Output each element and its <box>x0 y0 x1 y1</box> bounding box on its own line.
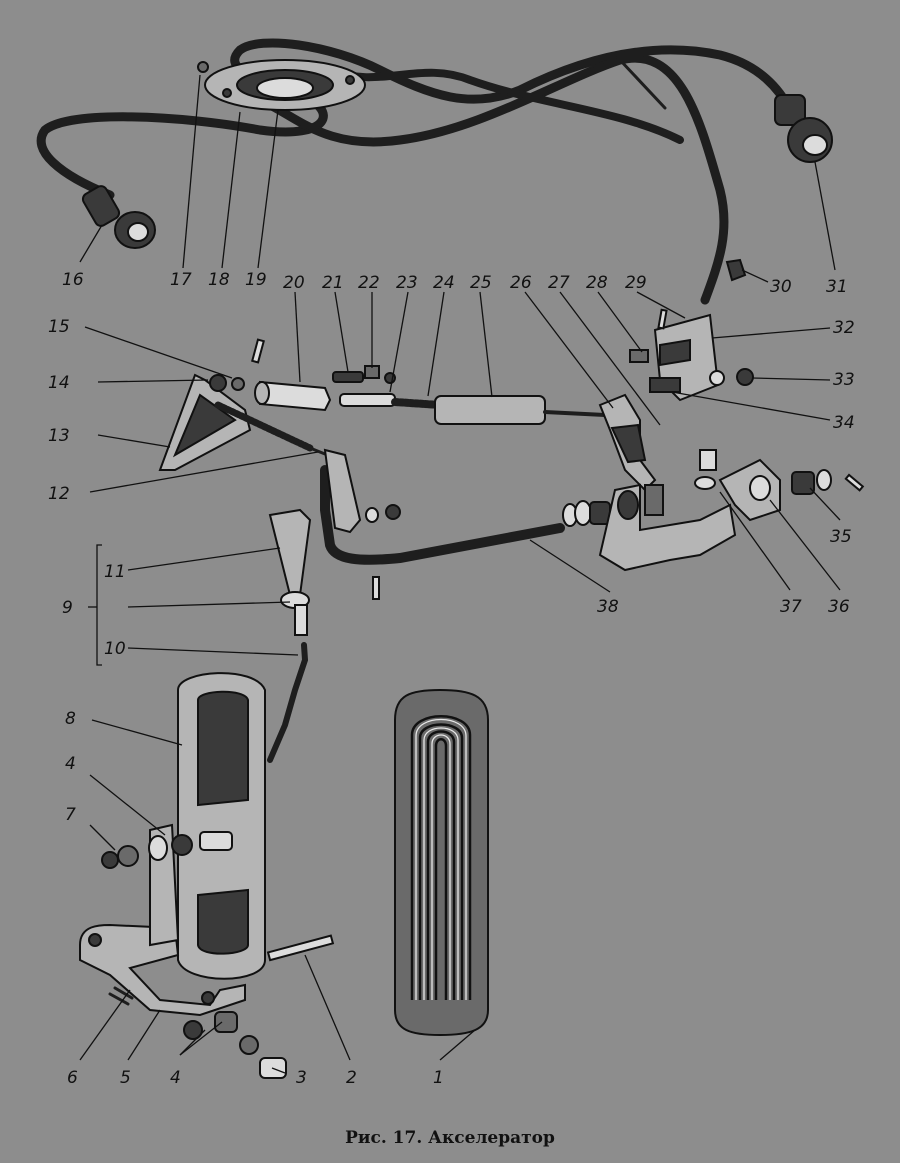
label-27: 27 <box>548 273 570 293</box>
knob-31 <box>774 94 833 163</box>
label-33: 33 <box>833 370 855 390</box>
cable-harness <box>36 38 833 305</box>
label-3: 3 <box>296 1068 307 1088</box>
label-14: 14 <box>48 373 70 393</box>
label-19: 19 <box>245 270 267 290</box>
linkage-assembly <box>158 258 865 763</box>
pedal-assembly <box>79 672 335 1079</box>
label-4-lower: 4 <box>170 1068 181 1088</box>
knob-16 <box>81 185 156 249</box>
label-8: 8 <box>65 709 76 729</box>
label-35: 35 <box>830 527 852 547</box>
label-20: 20 <box>283 273 305 293</box>
label-16: 16 <box>62 270 84 290</box>
label-26: 26 <box>510 273 532 293</box>
label-4-upper: 4 <box>65 754 76 774</box>
pedal-pad <box>394 688 489 1037</box>
label-17: 17 <box>170 270 192 290</box>
label-10: 10 <box>104 639 126 659</box>
label-2: 2 <box>346 1068 357 1088</box>
label-32: 32 <box>833 318 855 338</box>
label-37: 37 <box>780 597 802 617</box>
label-28: 28 <box>586 273 608 293</box>
throttle-bracket <box>629 258 754 402</box>
label-6: 6 <box>67 1068 78 1088</box>
label-7: 7 <box>65 805 76 825</box>
label-38: 38 <box>597 597 619 617</box>
label-11: 11 <box>104 562 126 582</box>
label-29: 29 <box>625 273 647 293</box>
label-34: 34 <box>833 413 855 433</box>
label-24: 24 <box>433 273 455 293</box>
label-22: 22 <box>358 273 380 293</box>
label-9: 9 <box>62 598 73 618</box>
label-18: 18 <box>208 270 230 290</box>
label-21: 21 <box>322 273 344 293</box>
part-number-labels: 16 17 18 19 20 21 22 23 24 25 26 27 28 2… <box>48 270 855 1088</box>
figure-caption: Рис. 17. Акселератор <box>345 1128 555 1148</box>
label-5: 5 <box>120 1068 131 1088</box>
label-25: 25 <box>470 273 492 293</box>
label-15: 15 <box>48 317 70 337</box>
label-36: 36 <box>828 597 850 617</box>
label-23: 23 <box>396 273 418 293</box>
label-30: 30 <box>770 277 792 297</box>
label-13: 13 <box>48 426 70 446</box>
label-31: 31 <box>826 277 848 297</box>
leader-lines <box>79 74 841 1074</box>
label-1: 1 <box>433 1068 444 1088</box>
label-12: 12 <box>48 484 70 504</box>
spring-12 <box>214 401 314 452</box>
